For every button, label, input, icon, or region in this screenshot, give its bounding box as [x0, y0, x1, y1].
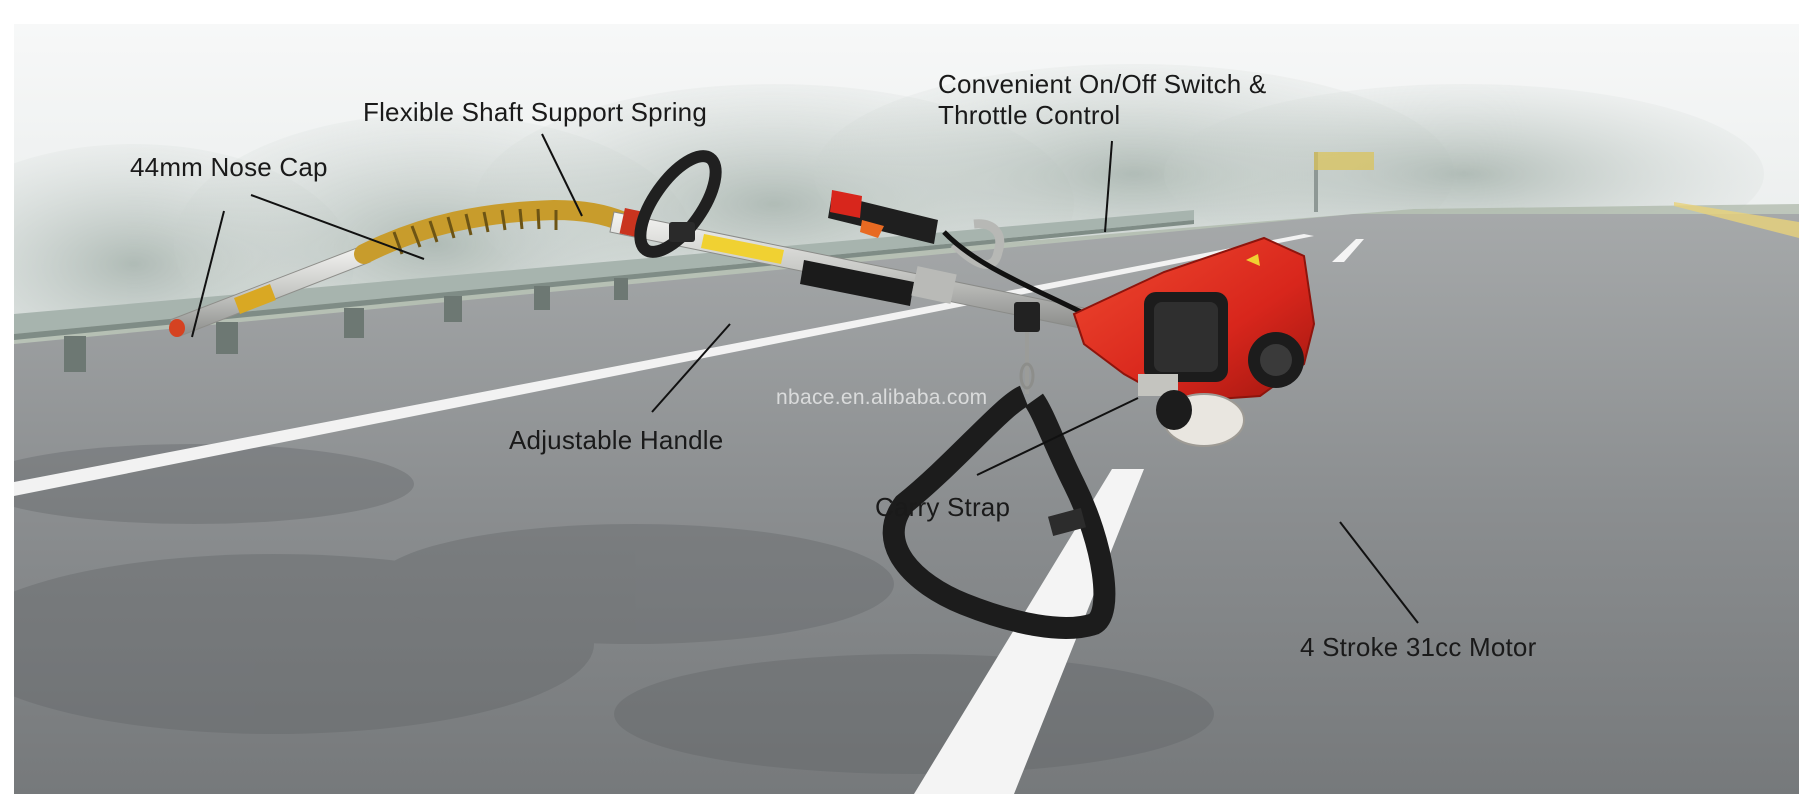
label-switch-line2: Throttle Control [938, 100, 1121, 130]
shaft-decal [701, 234, 784, 264]
engine [1072, 236, 1316, 447]
loop-handle [634, 150, 722, 258]
right-edge-line [1674, 202, 1799, 238]
carry-strap [882, 385, 1116, 639]
road-shadows [14, 444, 1214, 774]
label-motor: 4 Stroke 31cc Motor [1300, 632, 1537, 662]
label-nose-cap: 44mm Nose Cap [130, 152, 328, 182]
label-switch-line1: Convenient On/Off Switch & [938, 69, 1267, 99]
label-handle: Adjustable Handle [509, 425, 724, 455]
center-dash-3 [1332, 239, 1364, 262]
label-shaft-spring: Flexible Shaft Support Spring [363, 97, 707, 127]
guardrail [14, 210, 1194, 372]
strap-clip [1014, 302, 1040, 394]
product-photo [14, 24, 1799, 794]
rear-grip [800, 260, 914, 306]
label-strap: Carry Strap [875, 492, 1011, 522]
road-sign [1314, 152, 1374, 212]
watermark: nbace.en.alibaba.com [776, 386, 988, 409]
